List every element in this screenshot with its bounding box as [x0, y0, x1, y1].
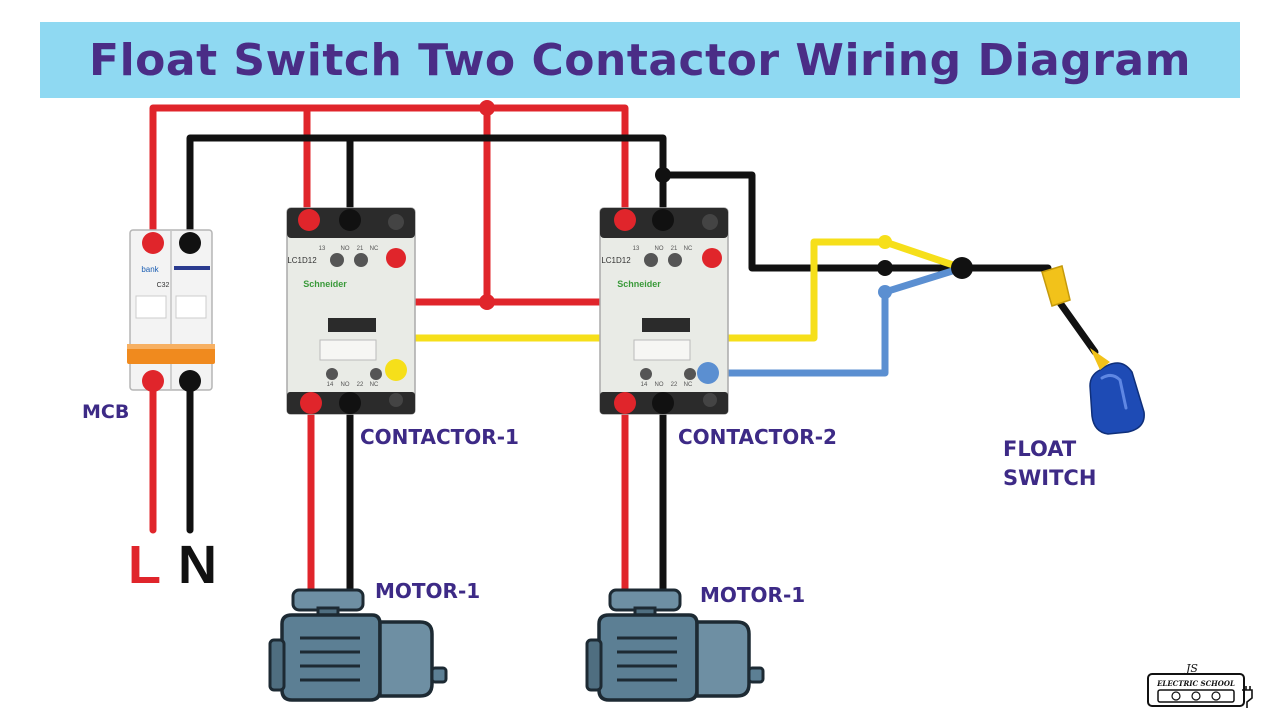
float-switch: [1041, 265, 1145, 435]
float-switch-label-line2: SWITCH: [1003, 466, 1096, 490]
svg-text:NC: NC: [684, 246, 693, 252]
neutral-label: N: [178, 535, 217, 595]
c1-coil-a1: [386, 248, 406, 268]
float-switch-label-line1: FLOAT: [1003, 437, 1077, 461]
junction-dots: [479, 100, 973, 310]
svg-text:22: 22: [671, 382, 678, 388]
c2-terminal-L-out: [614, 392, 636, 414]
svg-text:NO: NO: [341, 382, 350, 388]
float-switch-clamp: [1041, 265, 1071, 307]
svg-text:NC: NC: [684, 382, 693, 388]
svg-text:NC: NC: [370, 246, 379, 252]
junction-blue: [878, 285, 892, 299]
junction-black-c2: [655, 167, 671, 183]
c2-coil-a2: [697, 362, 719, 384]
black-top-bus: [186, 134, 667, 247]
c1-model: LC1D12: [287, 256, 317, 265]
c1-terminal-L-out: [300, 392, 322, 414]
c2-brand: Schneider: [617, 279, 661, 289]
junction-black-float: [877, 260, 893, 276]
logo-text: ELECTRIC SCHOOL: [1156, 679, 1235, 688]
svg-text:14: 14: [327, 382, 334, 388]
c1-terminal-N-out: [339, 392, 361, 414]
mcb-label: MCB: [82, 401, 129, 423]
svg-text:14: 14: [641, 382, 648, 388]
c2-terminal-N-in: [652, 209, 674, 231]
contactor-2: 13 NO 21 NC LC1D12 Schneider 14 NO 22 NC: [599, 207, 729, 415]
c1-brand: Schneider: [303, 279, 347, 289]
svg-text:21: 21: [671, 246, 678, 252]
electric-school-logo: JS ELECTRIC SCHOOL: [1147, 662, 1253, 708]
logo-initials: JS: [1184, 662, 1198, 675]
page-title: Float Switch Two Contactor Wiring Diagra…: [89, 34, 1191, 86]
mcb-brand: bank: [141, 265, 159, 274]
svg-text:NC: NC: [370, 382, 379, 388]
motor-1-image: [268, 588, 448, 702]
svg-text:21: 21: [357, 246, 364, 252]
title-banner: Float Switch Two Contactor Wiring Diagra…: [40, 22, 1240, 98]
float-switch-body: [1089, 362, 1145, 435]
c2-coil-a1: [702, 248, 722, 268]
c1-terminal-N-in: [339, 209, 361, 231]
float-switch-cable: [1054, 296, 1099, 356]
mcb-terminal-N-in: [179, 232, 201, 254]
c2-terminal-N-out: [652, 392, 674, 414]
svg-text:NO: NO: [341, 246, 350, 252]
motor-1-label: MOTOR-1: [375, 579, 480, 603]
plug-icon: [1242, 686, 1253, 708]
motor-2-label: MOTOR-1: [700, 583, 805, 607]
mcb-breaker: bank C32: [127, 229, 215, 392]
svg-text:22: 22: [357, 382, 364, 388]
black-to-float: [659, 171, 1052, 272]
junction-yellow: [878, 235, 892, 249]
c2-terminal-L-in: [614, 209, 636, 231]
junction-red-center: [479, 100, 495, 116]
svg-text:13: 13: [319, 246, 326, 252]
c1-coil-a2: [385, 359, 407, 381]
mcb-terminal-L-in: [142, 232, 164, 254]
svg-text:13: 13: [633, 246, 640, 252]
mcb-terminal-L-out: [142, 370, 164, 392]
line-label: L: [128, 535, 161, 595]
svg-text:NO: NO: [655, 382, 664, 388]
junction-red-coil: [479, 294, 495, 310]
mcb-terminal-N-out: [179, 370, 201, 392]
junction-float-common: [951, 257, 973, 279]
red-top-bus: [149, 104, 629, 247]
motor-2-image: [585, 588, 765, 702]
contactor-1: 13 NO 21 NC LC1D12 Schneider 14 NO 22 NC: [286, 207, 416, 415]
c2-model: LC1D12: [601, 256, 631, 265]
svg-text:NO: NO: [655, 246, 664, 252]
c1-terminal-L-in: [298, 209, 320, 231]
mcb-rating: C32: [157, 282, 170, 289]
contactor-2-label: CONTACTOR-2: [678, 425, 837, 449]
contactor-1-label: CONTACTOR-1: [360, 425, 519, 449]
blue-float-wire: [704, 264, 966, 377]
